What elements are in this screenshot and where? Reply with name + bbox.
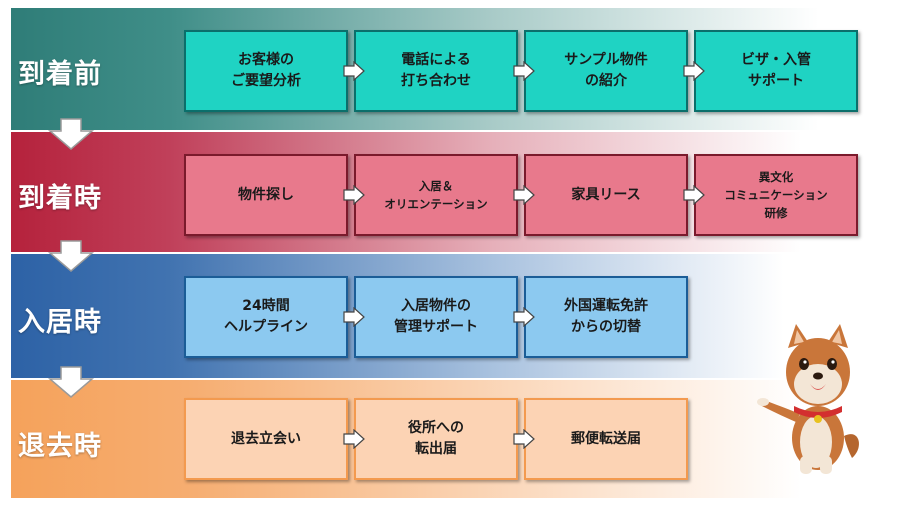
step-arrow-icon [343,307,365,327]
step-box: 異文化 コミュニケーション 研修 [694,154,858,236]
step-arrow-icon [513,429,535,449]
step-arrow-icon [513,61,535,81]
step-arrow-icon [343,429,365,449]
step-box: 入居＆ オリエンテーション [354,154,518,236]
step-box: 電話による 打ち合わせ [354,30,518,112]
step-box: 物件探し [184,154,348,236]
step-arrow-icon [343,61,365,81]
down-arrow-icon [48,118,94,150]
step-box: 役所への 転出届 [354,398,518,480]
stage-label-on-arrival: 到着時 [18,183,102,214]
stage-label-move-out: 退去時 [18,431,102,462]
step-arrow-icon [343,185,365,205]
step-box: サンプル物件 の紹介 [524,30,688,112]
step-box: 郵便転送届 [524,398,688,480]
step-arrow-icon [683,61,705,81]
step-box: 家具リース [524,154,688,236]
step-box: 退去立会い [184,398,348,480]
step-arrow-icon [683,185,705,205]
step-box: ビザ・入管 サポート [694,30,858,112]
step-box: 入居物件の 管理サポート [354,276,518,358]
stage-label-move-in: 入居時 [18,307,102,338]
shiba-dog-mascot-icon [757,324,859,474]
step-box: 外国運転免許 からの切替 [524,276,688,358]
step-arrow-icon [513,185,535,205]
step-box: 24時間 ヘルプライン [184,276,348,358]
step-box: お客様の ご要望分析 [184,30,348,112]
step-arrow-icon [513,307,535,327]
down-arrow-icon [48,366,94,398]
down-arrow-icon [48,240,94,272]
stage-label-before-arrival: 到着前 [18,59,102,90]
